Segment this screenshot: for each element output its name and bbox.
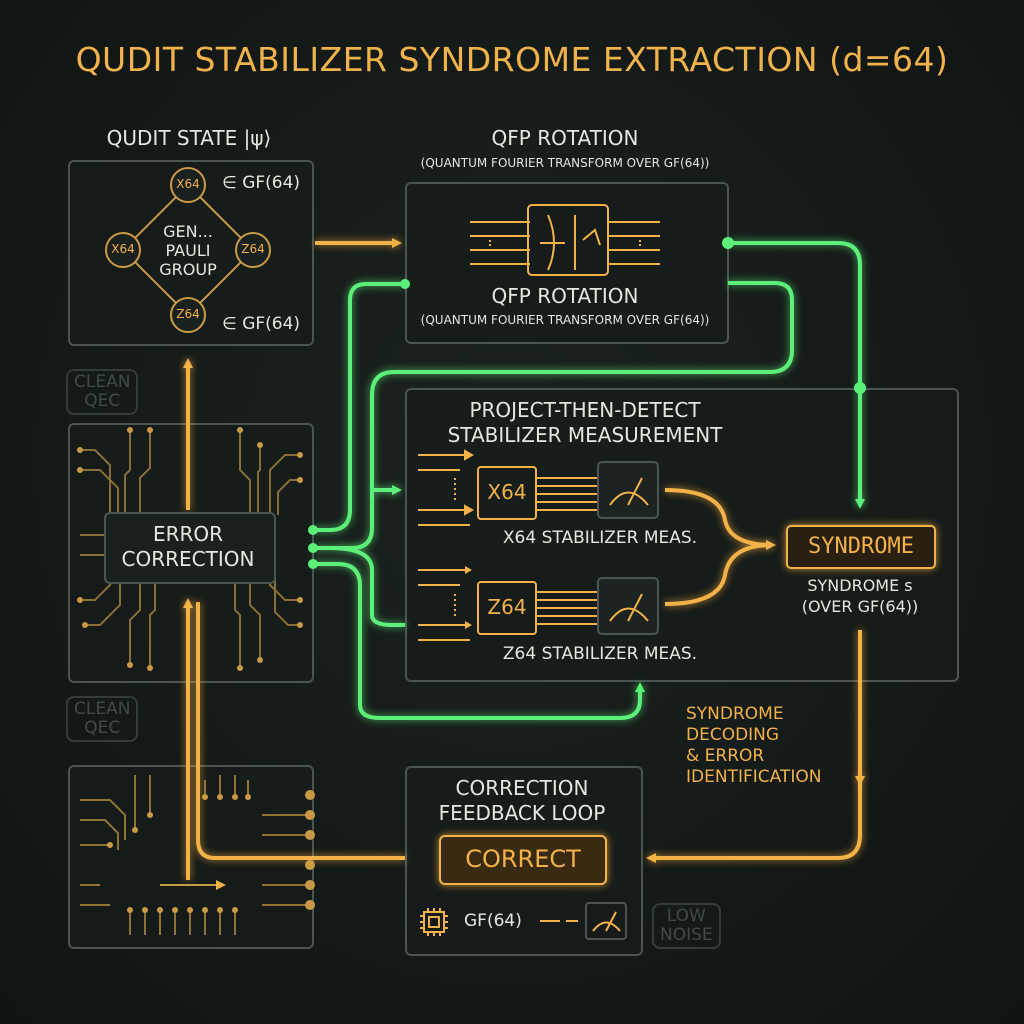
orange-signal-wires	[183, 238, 865, 880]
qfp-rotation-box	[405, 182, 729, 344]
circuit-pads	[77, 427, 303, 671]
x64-input-arrows	[464, 449, 475, 516]
qudit-state-heading: QUDIT STATE |ψ⟩	[106, 126, 272, 150]
qfp-inner-title: QFP ROTATION	[491, 284, 639, 308]
z64-operator: Z64	[487, 595, 527, 619]
qudit-nodes	[105, 167, 271, 333]
lower-circuit-traces	[80, 775, 310, 935]
qfp-gate-icon	[470, 204, 660, 276]
feedback-gf-label: GF(64)	[464, 911, 522, 931]
feedback-meter-icon	[585, 902, 627, 940]
error-correction-box	[104, 512, 276, 584]
x64-meas-label: X64 STABILIZER MEAS.	[502, 528, 698, 548]
qfp-inner-subtitle: (QUANTUM FOURIER TRANSFORM OVER GF(64))	[420, 313, 710, 327]
node-top-x64: X64	[176, 177, 200, 191]
syndrome-display	[786, 525, 936, 569]
green-junctions	[308, 237, 866, 569]
qudit-top-field-label: ∈ GF(64)	[222, 173, 301, 193]
qfp-subheading: (QUANTUM FOURIER TRANSFORM OVER GF(64))	[420, 156, 710, 170]
z64-input-arrows	[465, 566, 472, 629]
z64-measurement-circuit	[418, 569, 659, 641]
lower-circuit-pads	[107, 790, 315, 913]
node-bottom-z64: Z64	[176, 307, 200, 321]
circuit-traces	[80, 430, 300, 668]
syndrome-label: SYNDROME s(OVER GF(64))	[801, 576, 919, 616]
diagram-title: QUDIT STABILIZER SYNDROME EXTRACTION (d=…	[75, 40, 949, 79]
z64-meas-label: Z64 STABILIZER MEAS.	[502, 644, 698, 664]
node-left-x64: X64	[111, 242, 135, 256]
correct-button[interactable]: CORRECT	[465, 845, 581, 873]
correct-button-frame	[439, 835, 607, 885]
x64-operator: X64	[487, 480, 527, 504]
green-signal-wires	[313, 241, 865, 720]
node-right-z64: Z64	[241, 242, 265, 256]
syndrome-display-text: SYNDROME	[808, 534, 914, 559]
qfp-heading: QFP ROTATION	[491, 126, 639, 150]
x64-measurement-circuit	[418, 454, 659, 526]
chip-icon	[420, 908, 448, 936]
qudit-bottom-field-label: ∈ GF(64)	[222, 314, 301, 334]
